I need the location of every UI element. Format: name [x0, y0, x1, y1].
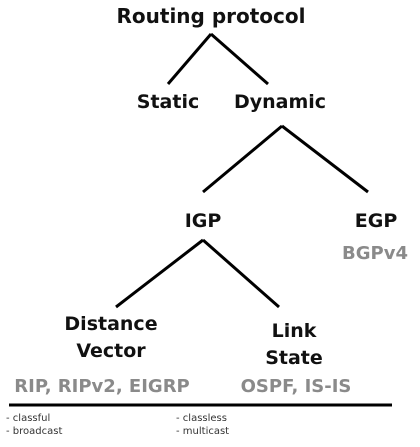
- edge-dynamic-igp: [202, 124, 283, 194]
- node-dynamic: Dynamic: [233, 91, 327, 113]
- edge-root-static: [166, 33, 213, 85]
- edge-igp-link-state: [202, 238, 280, 309]
- note-classless: - classless: [176, 413, 227, 424]
- edge-root-dynamic: [210, 32, 269, 86]
- link-state-line-2: State: [265, 347, 323, 369]
- note-multicast: - multicast: [176, 426, 230, 437]
- distance-vector-line-1: Distance: [64, 313, 158, 335]
- example-egp: BGPv4: [342, 243, 408, 264]
- note-broadcast: - broadcast: [6, 426, 63, 437]
- note-classful: - classful: [6, 413, 51, 424]
- edge-igp-distance-vector: [115, 238, 204, 309]
- node-routing-protocol: Routing protocol: [116, 4, 306, 28]
- node-egp: EGP: [354, 210, 398, 232]
- link-state-line-1: Link: [271, 320, 317, 342]
- distance-vector-line-2: Vector: [76, 340, 146, 362]
- edge-dynamic-egp: [281, 124, 369, 194]
- node-link-state: Link State: [265, 318, 323, 372]
- node-static: Static: [136, 91, 200, 113]
- node-distance-vector: Distance Vector: [64, 311, 157, 365]
- node-igp: IGP: [184, 210, 222, 232]
- example-link-state: OSPF, IS-IS: [240, 376, 352, 397]
- example-distance-vector: RIP, RIPv2, EIGRP: [14, 376, 190, 397]
- notes-link-state: - classless - multicast: [176, 412, 229, 438]
- notes-distance-vector: - classful - broadcast: [6, 412, 62, 438]
